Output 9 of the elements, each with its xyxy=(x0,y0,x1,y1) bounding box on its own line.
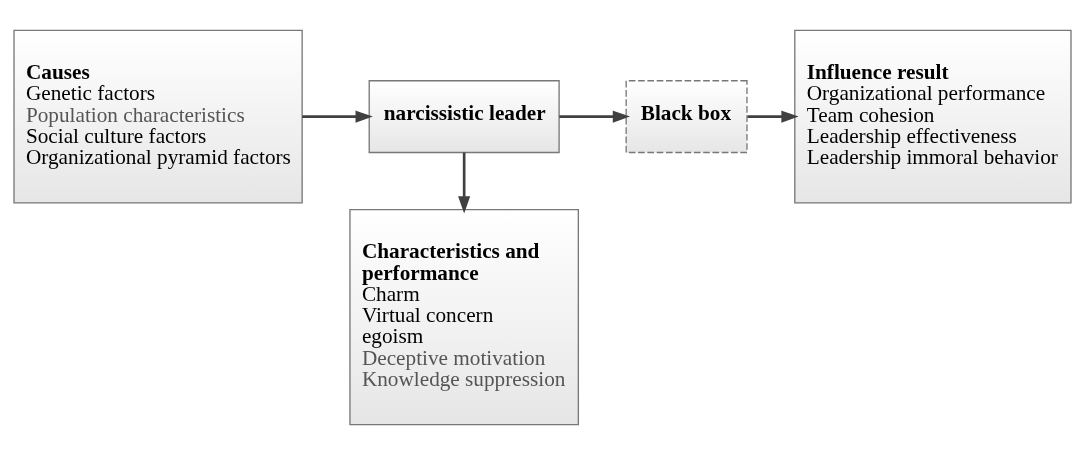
node-box: Causes Genetic factors Population characteristics Social culture factors Organizational pyramid factors xyxy=(13,29,303,204)
arrow xyxy=(559,110,631,123)
node-box: narcissistic leader xyxy=(368,80,560,154)
node-box: Black box xyxy=(625,80,748,154)
arrow xyxy=(302,110,373,123)
arrow xyxy=(747,110,799,123)
node-box: Characteristics and performance Charm Virtual concern egoism Deceptive motivation Knowledge suppression xyxy=(349,208,579,426)
node-box: Influence result Organizational performance Team cohesion Leadership effectiveness Leadership immoral behavior xyxy=(794,29,1072,204)
arrow xyxy=(458,152,471,214)
